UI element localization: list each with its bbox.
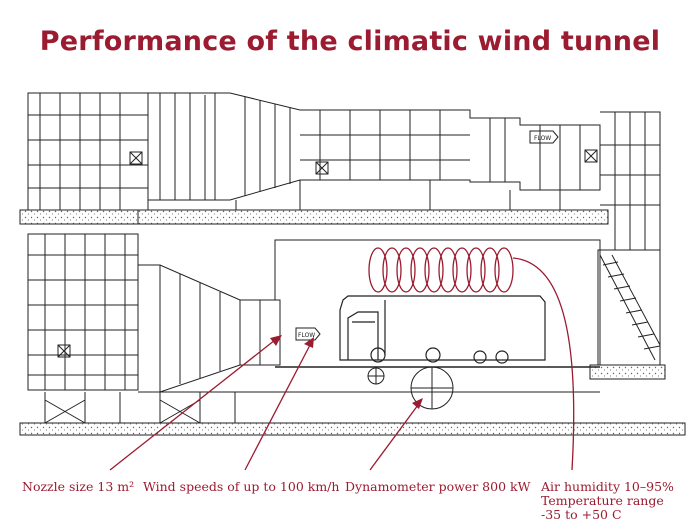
staircase (597, 249, 661, 366)
caption-humidity: Air humidity 10–95% (541, 479, 674, 494)
leader-nozzle (109, 339, 276, 471)
upper-duct (147, 92, 601, 201)
arrowhead-nozzle (270, 335, 282, 346)
lower-chamber-lines (28, 234, 261, 392)
caption-temperature-label: Temperature range (541, 493, 664, 508)
caption-dynamometer: Dynamometer power 800 kW (345, 479, 531, 494)
caption-wind-speed: Wind speeds of up to 100 km/h (143, 479, 340, 494)
flow-label-lower: FLOW (298, 332, 315, 339)
leader-wind (244, 344, 311, 471)
leader-climate (512, 257, 575, 471)
upper-duct-ribs (39, 93, 646, 250)
flow-sign-upper (529, 130, 559, 144)
stair-steps (599, 254, 661, 361)
caption-temperature-range: -35 to +50 C (541, 507, 622, 522)
access-panel-3 (584, 149, 598, 163)
access-panel-4 (57, 344, 71, 358)
support-legs (44, 392, 236, 424)
lower-left-chamber (27, 233, 139, 391)
page-title: Performance of the climatic wind tunnel (39, 26, 661, 57)
access-panel-2 (315, 161, 329, 175)
arrowhead-wind (304, 337, 314, 348)
flow-label-upper: FLOW (534, 135, 551, 142)
flow-sign-lower (295, 327, 321, 341)
climate-coil (368, 247, 514, 293)
leader-dyno (369, 404, 419, 471)
left-top-slab (19, 209, 139, 225)
contraction-nozzle (138, 264, 281, 393)
upper-duct-hlines (28, 114, 660, 206)
arrowhead-dyno (412, 398, 423, 409)
test-section-frame (274, 239, 601, 365)
truck-outline (339, 295, 546, 364)
basement-slab (589, 364, 666, 380)
upper-floor-slab (137, 209, 609, 225)
access-panel-1 (129, 151, 143, 165)
ground-slab (19, 422, 686, 436)
caption-nozzle: Nozzle size 13 m² (22, 479, 135, 494)
